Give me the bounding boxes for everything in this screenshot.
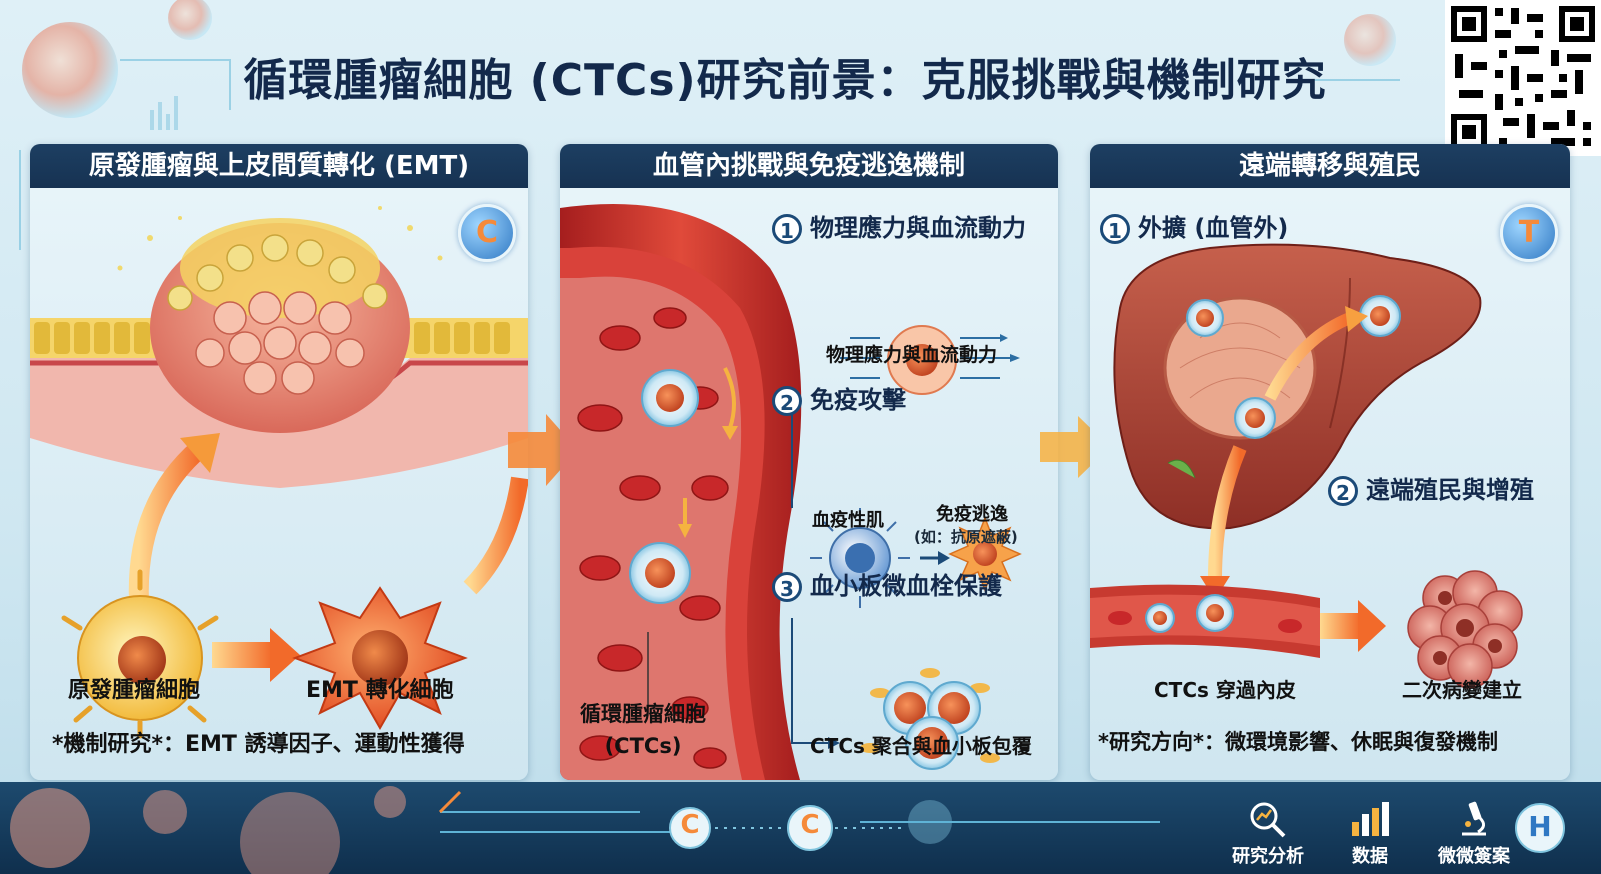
emt-illustration <box>30 206 528 739</box>
step-2-caption-escape: 免疫逃逸 <box>936 504 1008 525</box>
step-2-caption-escape-sub: (如：抗原遮蔽) <box>914 528 1018 546</box>
panel-header: 血管內挑戰與免疫逃逸機制 <box>560 144 1058 188</box>
label-primary-tumor-cell: 原發腫瘤細胞 <box>68 678 201 703</box>
panel-primary-tumor-emt: 原發腫瘤與上皮間質轉化 (EMT) C <box>30 144 528 780</box>
label-ctcs: 循環腫瘤細胞 (CTCs) <box>580 702 706 758</box>
step-1-caption: 物理應力與血流動力 <box>826 344 998 366</box>
bottom-bar-decoration <box>10 786 1565 874</box>
qr-code <box>1445 0 1601 156</box>
blood-vessel-illustration <box>560 204 1022 780</box>
label-ctcs-cross-endothelium: CTCs 穿過內皮 <box>1154 678 1296 702</box>
tool-microscope[interactable]: 微微簽案 <box>1426 800 1522 868</box>
panel-header: 遠端轉移與殖民 <box>1090 144 1570 188</box>
panel-header: 原發腫瘤與上皮間質轉化 (EMT) <box>30 144 528 188</box>
page-title: 循環腫瘤細胞 (CTCs)研究前景：克服挑戰與機制研究 <box>243 55 1327 106</box>
metastasis-illustration <box>1090 243 1523 689</box>
badge-c-icon: C <box>458 204 516 262</box>
tool-data[interactable]: 数据 <box>1330 800 1410 868</box>
badge-t-icon: T <box>1500 204 1558 262</box>
magnifier-chart-icon <box>1250 802 1286 838</box>
panel-footer-note: *機制研究*：EMT 誘導因子、運動性獲得 <box>52 732 465 757</box>
bottom-badge-h-icon: H <box>1528 810 1552 843</box>
tool-research-analysis[interactable]: 研究分析 <box>1222 800 1314 868</box>
step-3-caption: CTCs 聚合與血小板包覆 <box>810 734 1032 758</box>
panel-vascular-immune: 血管內挑戰與免疫逃逸機制 <box>560 144 1058 780</box>
bottom-bar: C C H <box>0 782 1601 874</box>
label-secondary-lesion: 二次病變建立 <box>1402 678 1522 702</box>
label-emt-cell: EMT 轉化細胞 <box>306 678 454 703</box>
bar-chart-icon <box>1352 802 1389 836</box>
panel-distant-metastasis: 遠端轉移與殖民 T <box>1090 144 1570 780</box>
tool-label: 研究分析 <box>1232 846 1304 867</box>
tool-label: 微微簽案 <box>1438 846 1510 867</box>
panel-footer-note: *研究方向*：微環境影響、休眠與復發機制 <box>1098 730 1498 754</box>
tool-label: 数据 <box>1352 846 1388 867</box>
bottom-badge-c-icon: C <box>800 810 820 840</box>
step-2-caption-immune: 血疫性肌 <box>812 510 884 531</box>
bottom-badge-c-icon: C <box>680 810 700 840</box>
microscope-icon <box>1462 801 1486 836</box>
